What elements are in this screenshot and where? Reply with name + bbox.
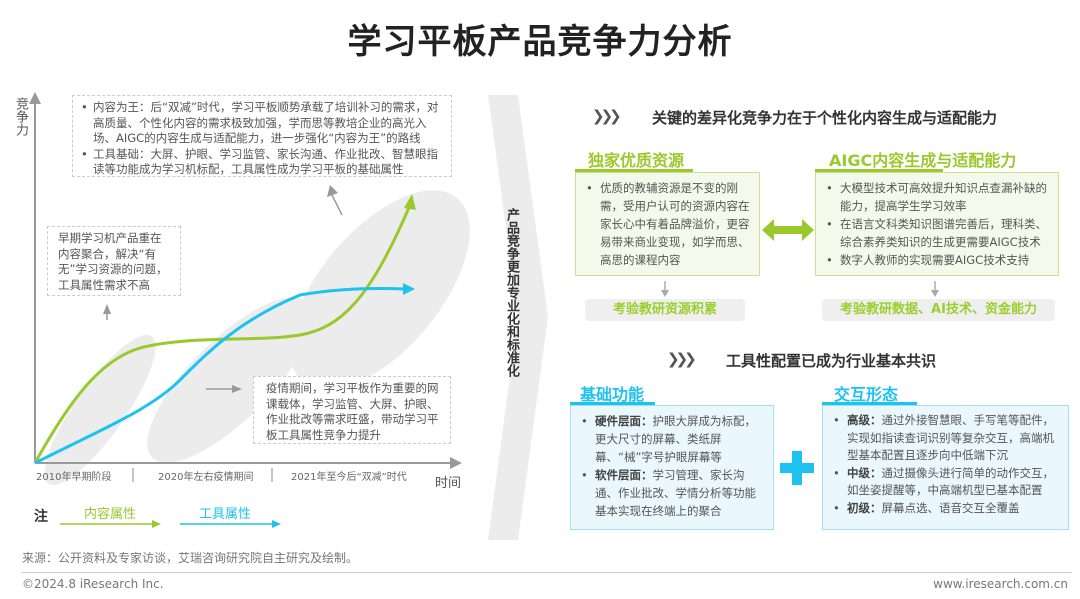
- title-underline: [570, 402, 655, 406]
- annotation-current-era: 内容为王：后“双减”时代，学习平板顺势承载了培训补习的需求，对高质量、个性化内容…: [72, 95, 452, 177]
- y-axis-arrow: [29, 92, 41, 104]
- card-item: 硬件层面：护眼大屏成为标配，更大尺寸的屏幕、类纸屏幕、“械”字号护眼屏幕等: [579, 412, 765, 466]
- tool-arrowhead: [403, 283, 415, 295]
- card-item: 软件层面：学习管理、家长沟通、作业批改、学情分析等功能基本实现在终端上的聚合: [579, 466, 765, 520]
- page-title: 学习平板产品竞争力分析: [347, 22, 733, 62]
- basic-functions-title: 基础功能: [580, 385, 645, 404]
- plus-icon: [780, 451, 814, 485]
- title-underline: [575, 169, 693, 173]
- note-item: 内容为王：后“双减”时代，学习平板顺势承载了培训补习的需求，对高质量、个性化内容…: [81, 100, 443, 147]
- down-arrow-icon: [661, 281, 669, 297]
- period-label: 2010年早期阶段: [36, 472, 112, 483]
- annotation-early-stage: 早期学习机产品重在内容聚合，解决“有无”学习资源的问题，工具属性需求不高: [47, 226, 181, 296]
- footer-divider: [22, 572, 1072, 573]
- legend-title: 注: [34, 509, 48, 525]
- note-item: 工具基础：大屏、护眼、学习监管、家长沟通、作业批改、智慧眼指读等功能成为学习机标…: [81, 147, 443, 178]
- card-item: 初级：屏幕点选、语音交互全覆盖: [831, 500, 1060, 518]
- card-item: 中级：通过摄像头进行简单的动作交互，如坐姿提醒等，中高端机型已基本配置: [831, 465, 1060, 500]
- period-label: 2020年左右疫情期间: [158, 472, 254, 483]
- chevrons-icon: ❯❯❯: [667, 350, 697, 368]
- interaction-forms-title: 交互形态: [834, 385, 899, 404]
- card-item: 数字人教师的实现需要AIGC技术支持: [824, 251, 1050, 269]
- source-note: 来源：公开资料及专家访谈，艾瑞咨询研究院自主研究及绘制。: [22, 551, 359, 565]
- aigc-title: AIGC内容生成与适配能力: [829, 151, 1017, 170]
- chevron-banner: [488, 95, 548, 540]
- tool-attribute-curve: [34, 287, 406, 465]
- legend-lines: [60, 520, 281, 528]
- title-underline: [815, 169, 943, 173]
- exclusive-resources-card: 优质的教辅资源是不变的刚需，受用户认可的资源内容在家长心中有着品牌溢价，更容易带…: [575, 172, 760, 276]
- card-item: 大模型技术可高效提升知识点查漏补缺的能力，提高学生学习效率: [824, 179, 1050, 215]
- double-arrow-icon: [762, 219, 814, 241]
- legend-tool-label: 工具属性: [199, 507, 252, 522]
- interaction-forms-card: 高级：通过外接智慧眼、手写笔等配件，实现如指读查词识别等复杂交互，高端机型基本配…: [822, 405, 1069, 530]
- competitiveness-chart: [29, 92, 470, 486]
- aigc-requirement: 考验教研数据、AI技术、资金能力: [822, 299, 1055, 321]
- pointer-arrow: [331, 194, 343, 216]
- x-axis-label: 时间: [435, 476, 462, 491]
- chevrons-icon: ❯❯❯: [592, 107, 622, 125]
- aigc-card: 大模型技术可高效提升知识点查漏补缺的能力，提高学生学习效率在语言文科类知识图谱完…: [815, 172, 1059, 276]
- copyright: ©2024.8 iResearch Inc.: [22, 577, 164, 591]
- content-arrowhead: [404, 194, 416, 210]
- background-ellipses: [44, 190, 470, 486]
- website-link[interactable]: www.iresearch.com.cn: [933, 577, 1068, 591]
- legend-content-label: 内容属性: [84, 507, 137, 522]
- period-label: 2021年至今后“双减”时代: [291, 472, 407, 483]
- content-attribute-curve: [33, 204, 412, 464]
- exclusive-resources-title: 独家优质资源: [588, 151, 685, 170]
- title-underline: [822, 402, 917, 406]
- annotation-pandemic: 疫情期间，学习平板作为重要的网课载体，学习监管、大屏、护眼、作业批改等需求旺盛，…: [253, 376, 451, 444]
- section1-header: 关键的差异化竞争力在于个性化内容生成与适配能力: [652, 109, 998, 127]
- section2-header: 工具性配置已成为行业基本共识: [726, 352, 937, 370]
- middle-conclusion: 产品竞争更加专业化和标准化: [504, 208, 519, 377]
- card-item: 在语言文科类知识图谱完善后，理科类、综合素养类知识的生成更需要AIGC技术: [824, 215, 1050, 251]
- down-arrow-icon: [931, 281, 939, 297]
- basic-functions-card: 硬件层面：护眼大屏成为标配，更大尺寸的屏幕、类纸屏幕、“械”字号护眼屏幕等 软件…: [570, 405, 774, 530]
- y-axis-label: 竞争力: [13, 97, 28, 136]
- card-item: 优质的教辅资源是不变的刚需，受用户认可的资源内容在家长心中有着品牌溢价，更容易带…: [584, 179, 751, 269]
- card-item: 高级：通过外接智慧眼、手写笔等配件，实现如指读查词识别等复杂交互，高端机型基本配…: [831, 412, 1060, 465]
- x-axis-arrow: [450, 457, 462, 469]
- resources-requirement: 考验教研资源积累: [585, 299, 745, 321]
